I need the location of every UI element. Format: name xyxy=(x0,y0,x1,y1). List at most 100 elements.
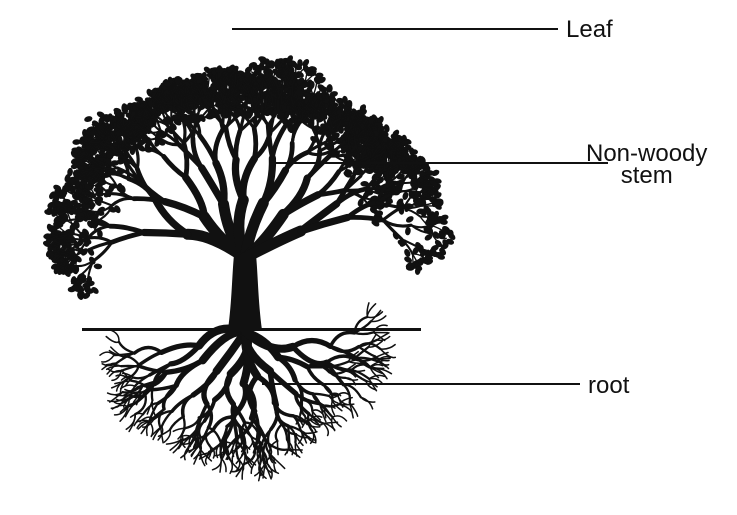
root-strand xyxy=(234,432,245,451)
branch xyxy=(318,127,329,153)
root-strand xyxy=(376,355,391,362)
leaf xyxy=(360,181,369,187)
branch xyxy=(331,104,342,115)
branch xyxy=(404,198,424,207)
leaf xyxy=(440,243,449,250)
leaf xyxy=(430,248,438,258)
root-strand xyxy=(348,402,354,419)
branch xyxy=(387,171,403,184)
root-strand xyxy=(352,345,370,361)
leaf xyxy=(404,256,413,263)
branch xyxy=(285,111,300,119)
root-strand xyxy=(177,427,187,440)
branch xyxy=(290,96,293,110)
leaf xyxy=(431,199,440,206)
root-strand xyxy=(331,416,342,428)
branch xyxy=(61,265,77,269)
leaf xyxy=(413,191,422,199)
root-strand xyxy=(140,370,169,388)
root-strand xyxy=(293,378,304,402)
root-strand xyxy=(188,438,198,454)
branch xyxy=(254,94,266,109)
branch xyxy=(280,65,292,79)
branch xyxy=(404,190,417,207)
leaf xyxy=(77,292,84,300)
root-strand xyxy=(369,359,384,368)
root-strand xyxy=(227,432,245,449)
root-strand xyxy=(160,410,174,428)
branch xyxy=(430,224,445,233)
leaf xyxy=(82,228,90,236)
branch xyxy=(181,140,190,180)
leaf xyxy=(424,234,433,241)
branch xyxy=(358,144,368,163)
branch xyxy=(80,194,96,198)
root-strand xyxy=(367,333,377,348)
branch xyxy=(116,141,129,150)
branch xyxy=(251,125,259,161)
branch xyxy=(260,79,264,102)
branch xyxy=(103,117,112,132)
leaf xyxy=(417,208,426,215)
branch xyxy=(83,188,96,196)
branch xyxy=(400,238,414,256)
leaf xyxy=(77,273,85,280)
leaf xyxy=(281,104,287,114)
root-strand xyxy=(367,340,383,348)
leaf xyxy=(362,191,370,200)
branch xyxy=(107,119,113,136)
branch xyxy=(159,107,168,126)
branch xyxy=(82,209,97,213)
root-strand xyxy=(295,413,302,425)
root-strand xyxy=(105,365,122,371)
branch xyxy=(74,259,95,268)
root-strand xyxy=(369,366,380,379)
root-strand xyxy=(190,368,220,398)
branch xyxy=(54,243,67,254)
branch xyxy=(375,189,403,205)
branch xyxy=(385,141,394,154)
branch xyxy=(291,106,300,119)
root-strand xyxy=(157,425,164,441)
branch xyxy=(312,81,318,97)
branch xyxy=(98,122,112,132)
root-strand xyxy=(342,383,352,405)
leaf xyxy=(404,248,411,257)
root-strand xyxy=(120,369,133,382)
root-strand xyxy=(256,437,262,460)
branch xyxy=(389,154,395,168)
root-strand xyxy=(170,393,195,413)
root-strand xyxy=(322,422,330,437)
branch xyxy=(50,210,67,214)
leaf xyxy=(402,191,409,201)
branch xyxy=(161,154,189,180)
branch xyxy=(304,153,333,181)
root-strand xyxy=(303,431,318,435)
branch xyxy=(83,134,101,140)
root-strand xyxy=(266,462,273,479)
leaf xyxy=(342,95,348,105)
branch xyxy=(347,132,353,154)
leaf xyxy=(84,116,93,123)
branch xyxy=(241,76,253,88)
branch xyxy=(53,205,67,214)
root-strand xyxy=(357,345,377,358)
branch xyxy=(184,84,188,99)
leaf xyxy=(226,65,235,73)
branch xyxy=(352,120,357,136)
branch xyxy=(65,208,73,225)
root-strand xyxy=(252,443,263,454)
branch xyxy=(411,253,427,260)
root-strand xyxy=(300,398,314,413)
root-strand xyxy=(301,415,306,429)
leaf xyxy=(343,171,352,178)
root-strand xyxy=(267,368,280,408)
root-strand xyxy=(369,365,385,370)
root-strand xyxy=(290,337,334,350)
branch xyxy=(298,111,311,126)
branch xyxy=(52,237,68,247)
branch xyxy=(348,121,356,136)
root-strand xyxy=(322,404,327,419)
root-strand xyxy=(350,363,372,372)
root-strand xyxy=(331,415,348,422)
